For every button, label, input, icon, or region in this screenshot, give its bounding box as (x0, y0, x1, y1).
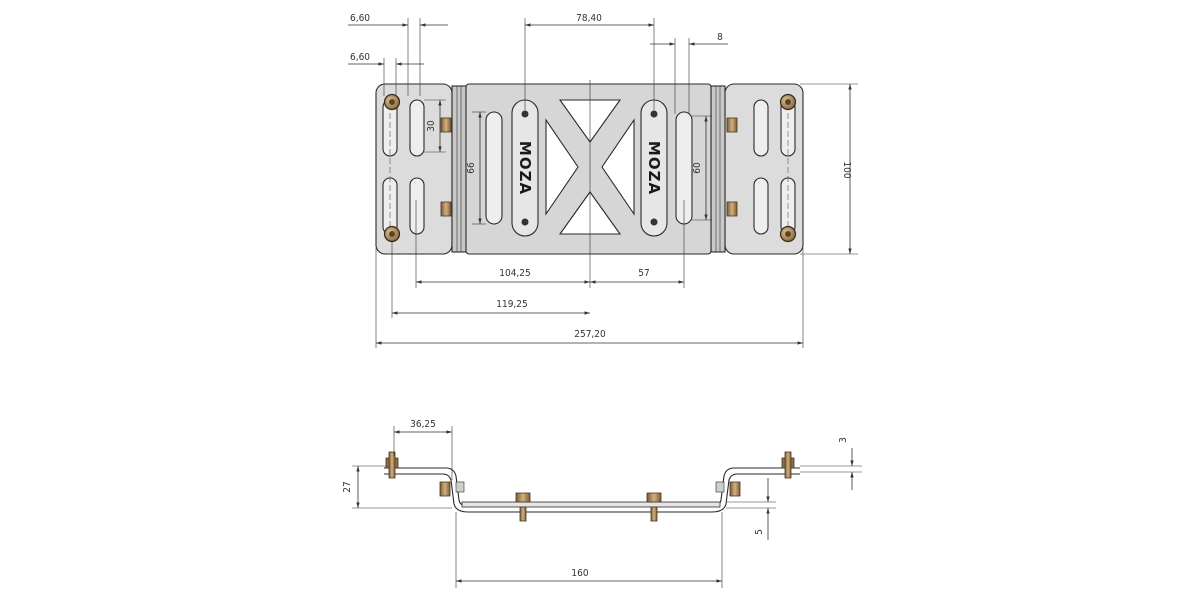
bolt-icon (646, 492, 662, 522)
top-view: MOZA MOZA 6,60 (348, 13, 858, 348)
moza-logo-right: MOZA (645, 141, 663, 195)
base-plate (461, 501, 721, 508)
nut-icon (440, 117, 452, 133)
dim-offset-right: 8 (717, 32, 723, 43)
left-flange-strip (451, 85, 467, 253)
bolt-icon (439, 481, 451, 497)
nut-icon (726, 201, 738, 217)
dim-center-slot-length: 66 (466, 162, 477, 174)
dim-center-outer: 119,25 (496, 299, 527, 310)
bolt-icon (515, 492, 531, 522)
dim-flange-width: 36,25 (410, 419, 436, 430)
hole-icon (521, 218, 529, 226)
hole-icon (521, 110, 529, 118)
dim-slot-length-left: 30 (426, 120, 437, 132)
dim-right-slot-length: 60 (692, 162, 703, 174)
end-slot (753, 177, 769, 235)
end-slot (409, 99, 425, 157)
dim-center-left: 104,25 (499, 268, 530, 279)
end-slot (409, 177, 425, 235)
bolt-icon (383, 225, 401, 243)
end-slot (753, 99, 769, 157)
left-inner-slot (485, 111, 503, 225)
bolt-icon (385, 451, 399, 479)
side-view: 36,25 27 3 5 160 (342, 419, 862, 588)
dim-hole-spacing-top: 78,40 (576, 13, 602, 24)
dim-step-height: 5 (754, 529, 765, 535)
nut-icon (440, 201, 452, 217)
bolt-icon (383, 93, 401, 111)
right-flange-strip (710, 85, 726, 253)
x-cutout-left (545, 118, 579, 216)
bolt-icon (781, 451, 795, 479)
dim-inner-slot-spacing: 6,60 (350, 52, 370, 63)
dim-thickness: 3 (838, 437, 849, 443)
moza-logo-left: MOZA (516, 141, 534, 195)
bolt-icon (729, 481, 741, 497)
bolt-icon (779, 225, 797, 243)
dim-overall-height: 27 (342, 481, 353, 492)
hole-icon (650, 218, 658, 226)
dim-center-right: 57 (638, 268, 649, 279)
dim-bottom-length: 160 (571, 568, 588, 579)
bolt-icon (779, 93, 797, 111)
x-cutout-right (601, 118, 635, 216)
nut-icon (726, 117, 738, 133)
dim-overall-length: 257,20 (574, 329, 606, 340)
dim-height-total: 100 (841, 161, 852, 178)
dim-top-slot-spacing: 6,60 (350, 13, 370, 24)
hole-icon (650, 110, 658, 118)
